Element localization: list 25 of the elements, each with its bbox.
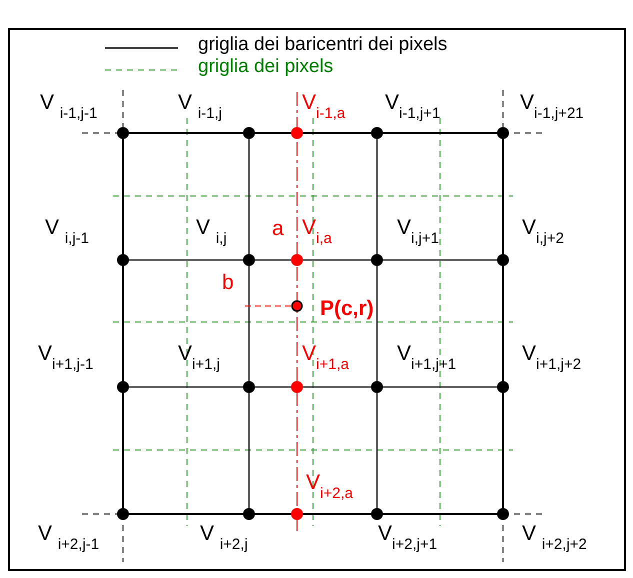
- vertex-label: V$_{i+2,a}$: [306, 472, 353, 501]
- vertex-label: V$_{i+1,j-1}$: [38, 343, 94, 372]
- legend-text: griglia dei pixels: [198, 57, 334, 76]
- vertex-label: V$_{i+1,j+2}$: [522, 343, 582, 372]
- point-label: P(c,r): [320, 298, 374, 319]
- vertex-label: V $_{i,j-1}$: [45, 217, 90, 246]
- vertex-label: V$_{i-1,j+21}$: [520, 92, 584, 121]
- vertex-label: V$_{i,j+2}$: [522, 217, 564, 246]
- distance-label: a: [272, 218, 284, 239]
- vertex-label: V$_{i,j+1}$: [397, 217, 439, 246]
- vertex-label: V$_{i+2,j+1}$: [378, 523, 438, 552]
- vertex-label: V $_{i+2,j}$: [200, 523, 248, 552]
- vertex-label: V$_{i+1,a}$: [302, 343, 349, 372]
- vertex-label: V$_{i-1,a}$: [302, 92, 346, 121]
- vertex-label: V $_{i-1,j-1}$: [40, 92, 98, 121]
- distance-label: b: [222, 272, 234, 293]
- vertex-label: V $_{i-1,j}$: [178, 92, 222, 121]
- vertex-label: V $_{i+2,j-1}$: [38, 523, 100, 552]
- vertex-label: V $_{i,j}$: [196, 217, 227, 246]
- vertex-label: V$_{i+1,j+1}$: [397, 343, 456, 372]
- vertex-label: V$_{i-1,j+1}$: [385, 92, 440, 121]
- vertex-label: V$_{i,a}$: [302, 217, 332, 246]
- vertex-label: V$_{i+1,j}$: [178, 343, 220, 372]
- legend-text: griglia dei baricentri dei pixels: [198, 35, 448, 54]
- vertex-label: V $_{i+2,j+2}$: [522, 523, 587, 552]
